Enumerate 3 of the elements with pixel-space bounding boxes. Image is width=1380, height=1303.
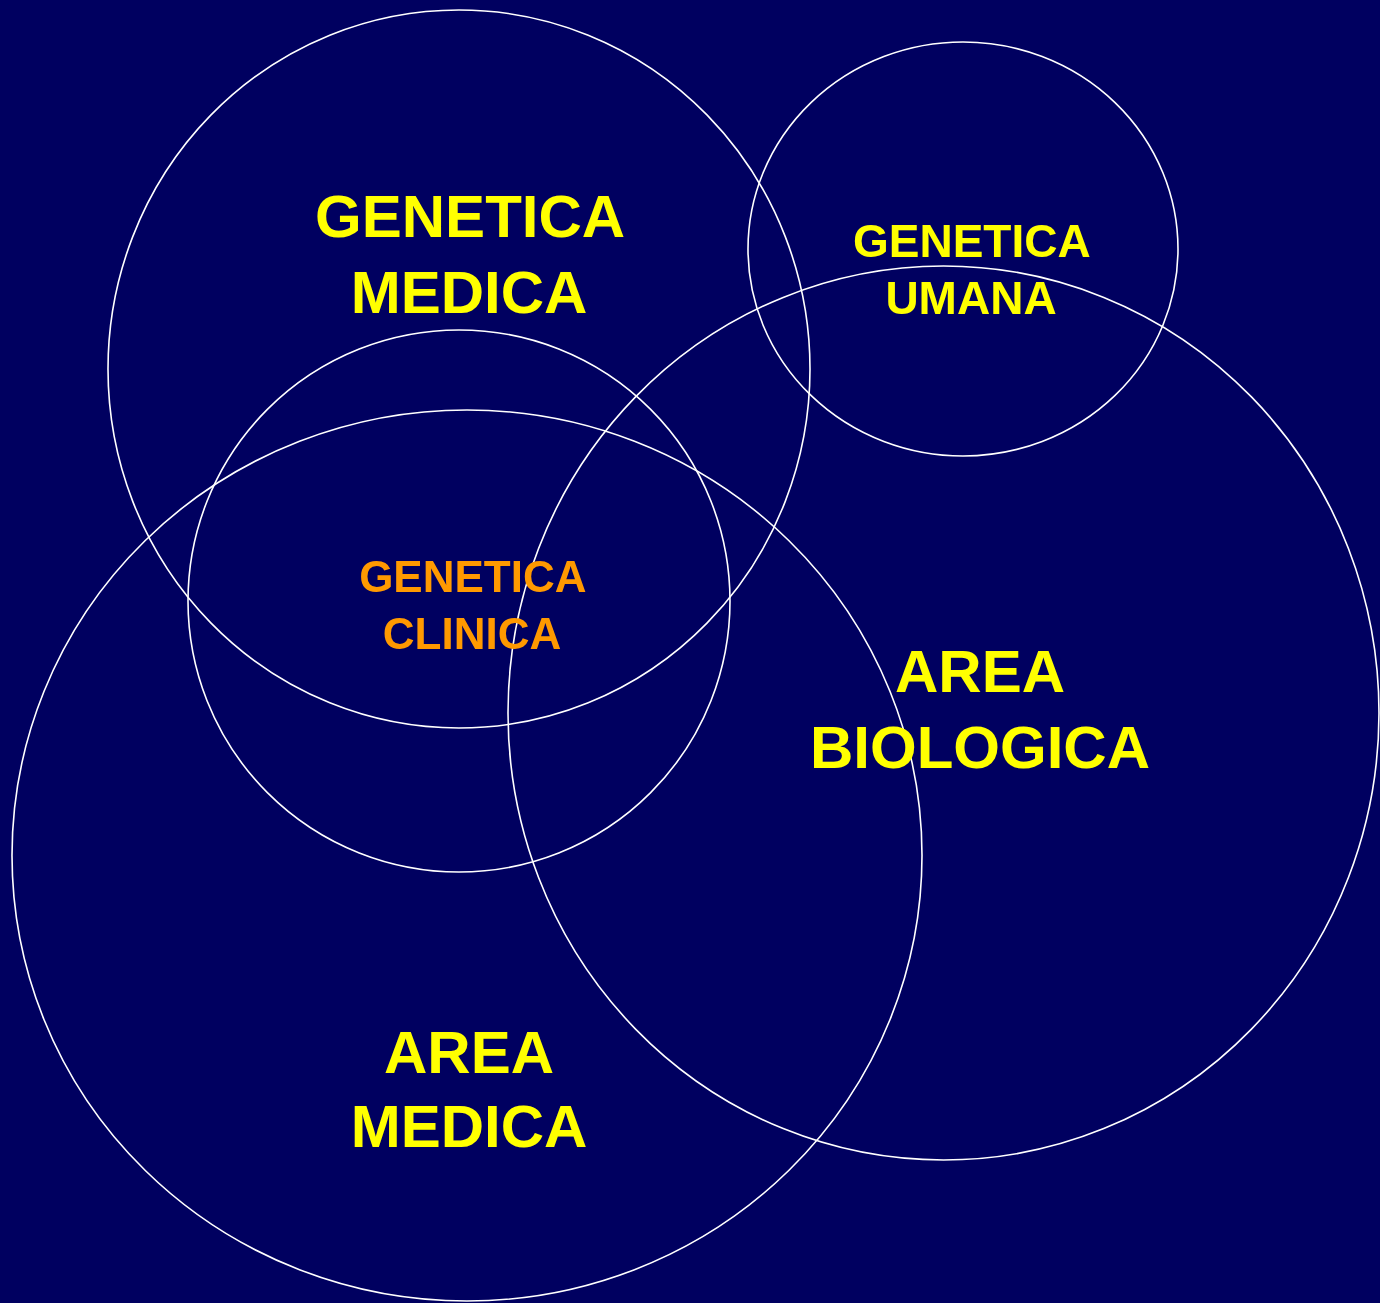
circle-label: AREA MEDICA [350,1018,588,1162]
circle-label: GENETICA MEDICA [315,182,623,328]
circle-label: GENETICA UMANA [853,214,1089,326]
